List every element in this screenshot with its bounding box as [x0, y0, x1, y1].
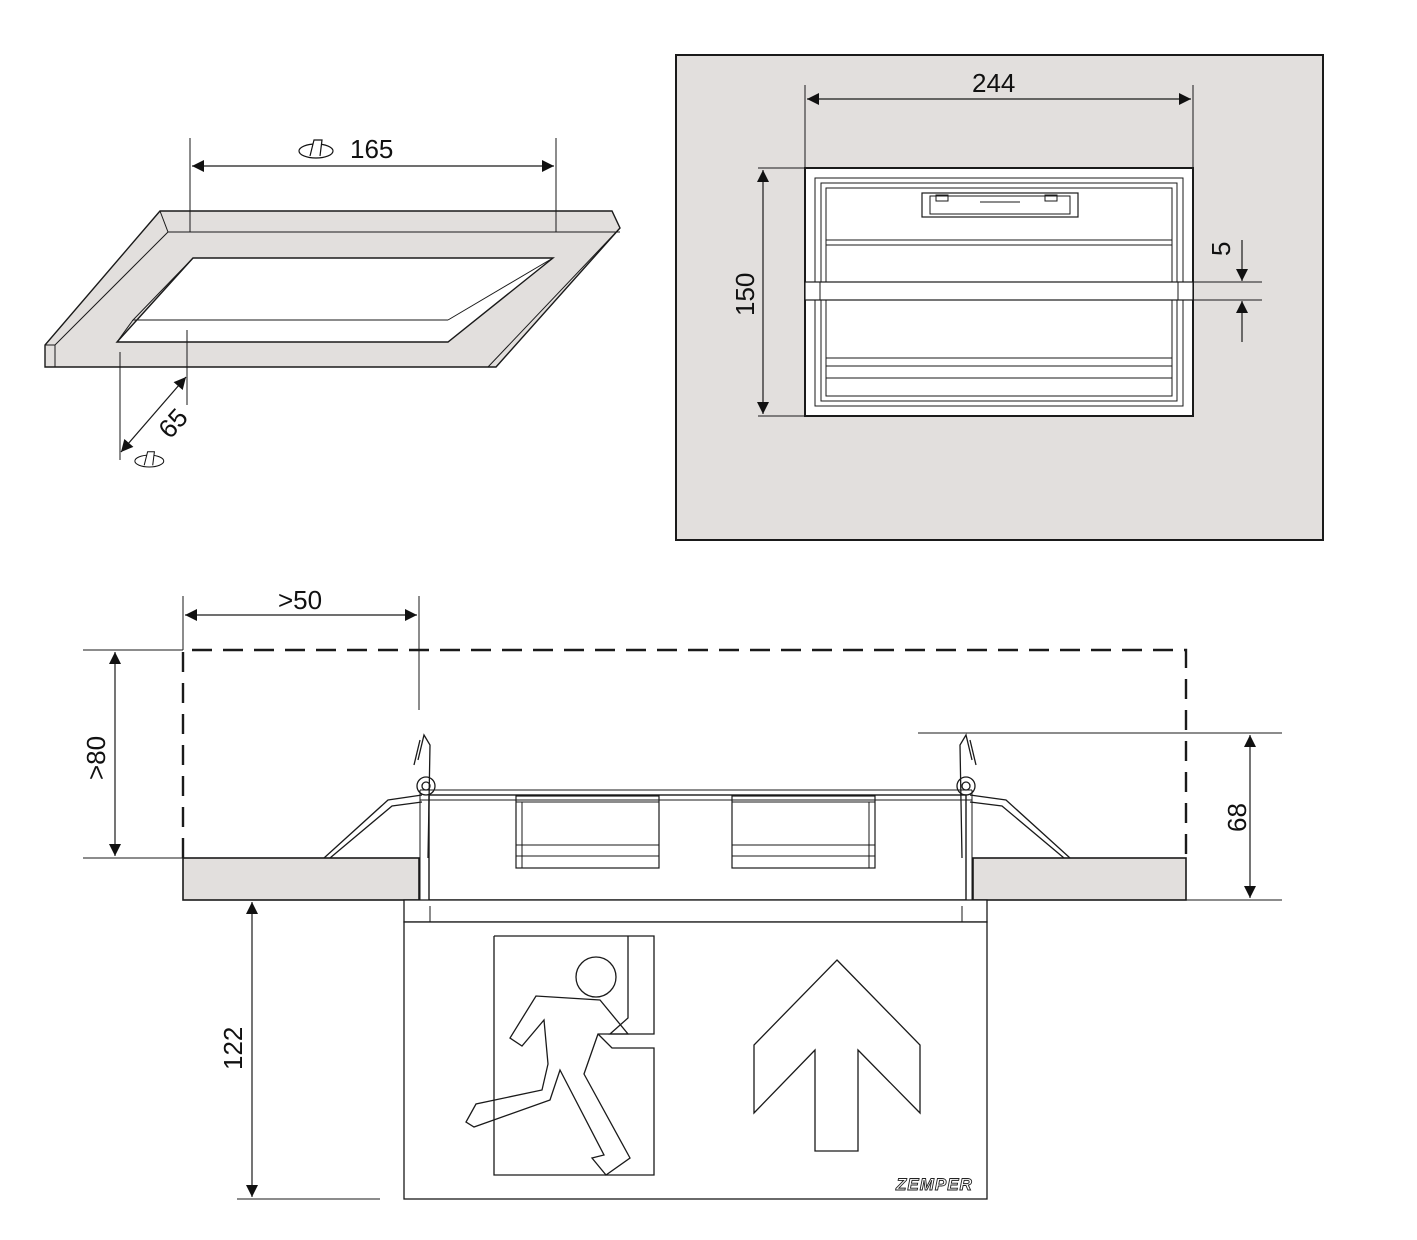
- sign-slot: [804, 281, 1194, 301]
- sign-height-label: 122: [218, 1027, 248, 1070]
- luminaire-housing: [428, 794, 967, 901]
- ceiling-slab-right: [972, 857, 1187, 901]
- clearance-envelope: [181, 648, 1188, 858]
- cut-out-symbol-icon: [134, 451, 165, 468]
- spring-clip-left: [323, 733, 436, 859]
- sign-holder: [403, 899, 988, 923]
- running-man-icon: [465, 935, 655, 1176]
- ceiling-slab-left: [182, 857, 420, 901]
- brand-logo: ZEMPER: [895, 1175, 973, 1194]
- side-clearance-label: >50: [278, 585, 322, 615]
- recess-depth-label: 68: [1222, 803, 1252, 832]
- reflector-left: [515, 795, 660, 869]
- cutout-frame-view: 165 65: [44, 134, 621, 468]
- cut-out-symbol-icon: [298, 139, 334, 159]
- cutout-length-label: 165: [350, 134, 393, 164]
- cutout-frame: [44, 210, 621, 368]
- installation-section-view: ZEMPER >50 >80 68 122: [81, 585, 1282, 1200]
- top-clearance-label: >80: [81, 736, 111, 780]
- ceiling-height-label: 150: [730, 273, 760, 316]
- ceiling-front-view: 244 150 5: [675, 54, 1324, 541]
- exit-sign-panel: [403, 921, 988, 1200]
- gap-label: 5: [1206, 242, 1236, 256]
- arrow-up-icon: [753, 959, 921, 1152]
- spring-clip-right: [956, 733, 1071, 859]
- reflector-right: [731, 795, 876, 869]
- ceiling-width-label: 244: [972, 68, 1015, 98]
